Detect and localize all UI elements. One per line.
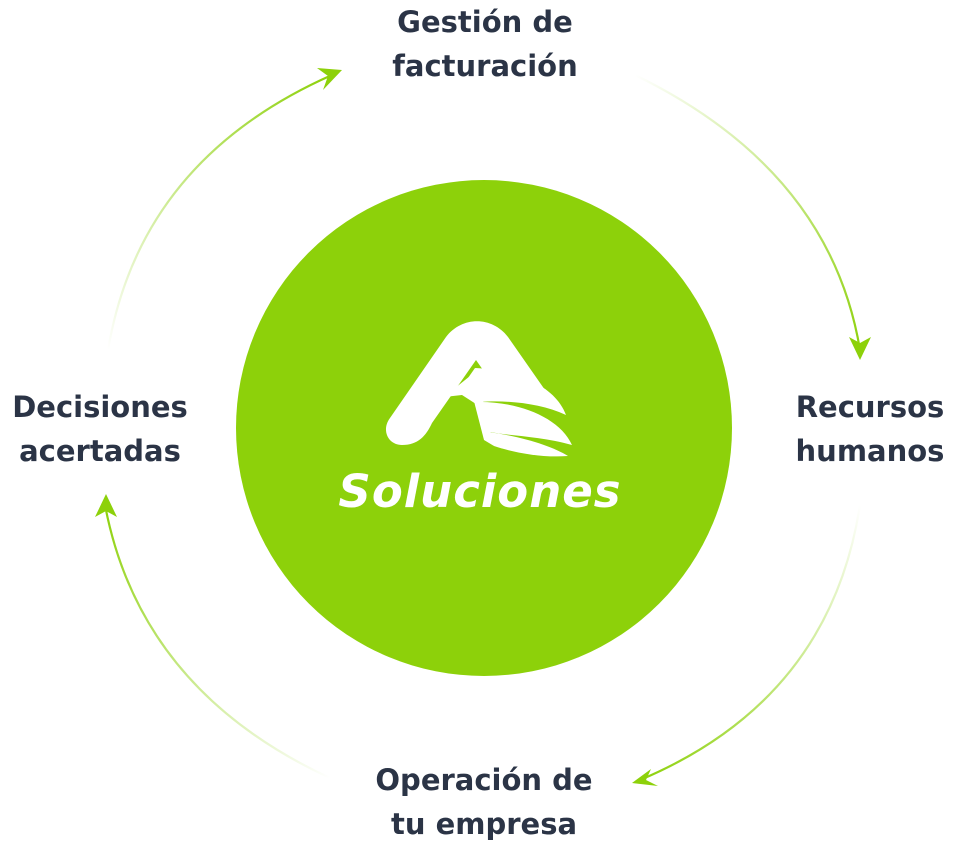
label-line: Decisiones — [12, 390, 188, 424]
leaf-a-logo-icon — [385, 321, 572, 457]
label-line: Gestión de — [397, 5, 573, 39]
arc-bottom-to-left — [103, 504, 331, 779]
label-line: humanos — [795, 434, 945, 468]
arc-left-to-top — [106, 73, 333, 351]
arc-right-to-bottom — [639, 504, 862, 782]
arrowhead-icon — [317, 68, 342, 90]
label-recursos-humanos: Recursos humanos — [770, 385, 954, 473]
label-decisiones-acertadas: Decisiones acertadas — [0, 385, 200, 473]
arrowhead-icon — [849, 337, 871, 360]
arrowhead-icon — [632, 769, 658, 786]
label-line: tu empresa — [390, 807, 578, 841]
label-line: Recursos — [795, 390, 945, 424]
brand-text: Soluciones — [338, 465, 622, 518]
label-operacion-empresa: Operación de tu empresa — [334, 758, 634, 846]
label-line: acertadas — [19, 434, 181, 468]
label-line: facturación — [392, 49, 578, 83]
label-line: Operación de — [375, 763, 593, 797]
label-gestion-facturacion: Gestión de facturación — [335, 0, 635, 88]
arc-top-to-right — [634, 74, 862, 351]
arrowhead-icon — [95, 494, 117, 517]
